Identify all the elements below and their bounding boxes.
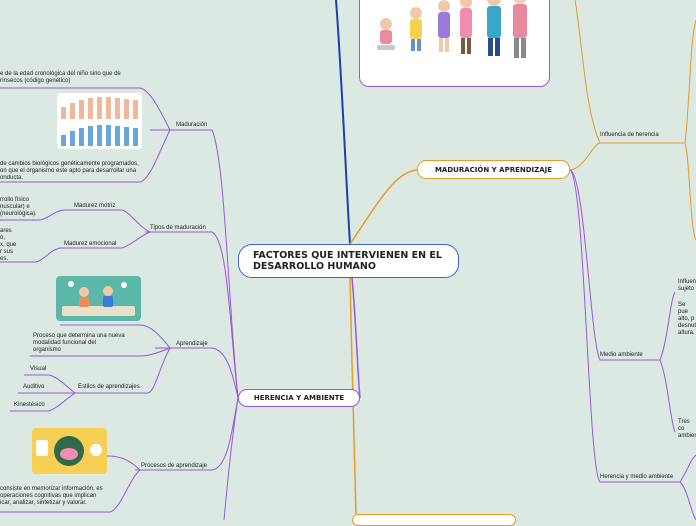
growth-stages-image <box>57 93 142 149</box>
text-se-puede: Se pue alto, p desnut altura. <box>678 302 696 336</box>
branch-label: HERENCIA Y AMBIENTE <box>253 394 345 402</box>
topic-maduracion[interactable]: Maduración <box>176 122 208 128</box>
topic-estilos[interactable]: Estilos de aprendizajes <box>78 384 140 390</box>
family-illustration <box>359 0 550 87</box>
topic-madurez-motriz[interactable]: Madurez motriz <box>74 203 116 209</box>
text-proceso: Proceso que determina una nueva modalida… <box>33 333 125 353</box>
estilo-auditivo[interactable]: Auditivo <box>23 384 45 390</box>
text-memorizar: consiste en memorizar información, es op… <box>0 486 103 506</box>
text-edad-cronologica: e de la edad cronológica del niño sino q… <box>0 71 121 84</box>
topic-tipos-maduracion[interactable]: Tipos de maduración <box>150 225 206 231</box>
central-title: FACTORES QUE INTERVIENEN EN EL DESARROLL… <box>253 250 442 272</box>
text-cambios-biologicos: de cambios biológicos genéticamente prog… <box>0 161 139 181</box>
text-tres: Tres co ambien <box>678 419 696 439</box>
branch-herencia-ambiente[interactable]: HERENCIA Y AMBIENTE <box>238 389 360 407</box>
topic-medio-ambiente[interactable]: Medio ambiente <box>600 352 643 358</box>
estilo-kinestesico[interactable]: Kinestésico <box>14 402 45 408</box>
topic-procesos[interactable]: Procesos de aprendizaje <box>141 463 208 469</box>
text-influen: Influen sujeto <box>678 279 696 292</box>
learning-process-image <box>32 428 107 474</box>
learning-image <box>56 276 141 321</box>
topic-aprendizaje[interactable]: Aprendizaje <box>176 341 208 347</box>
text-emocional: ares o, x, que r sus es. <box>0 228 17 262</box>
branch-label: MADURACIÓN Y APRENDIZAJE <box>434 165 553 174</box>
text-motriz: rrollo físico nuscular) e (neurológica). <box>0 197 37 217</box>
branch-maduracion-aprendizaje[interactable]: MADURACIÓN Y APRENDIZAJE <box>417 160 570 179</box>
estilo-visual[interactable]: Visual <box>30 366 47 372</box>
topic-influencia-herencia[interactable]: Influencia de herencia <box>600 132 659 138</box>
branch-stub-bottom[interactable] <box>352 514 516 526</box>
topic-herencia-medio[interactable]: Herencia y medio ambiente <box>600 474 674 480</box>
topic-madurez-emocional[interactable]: Madurez emocional <box>64 241 117 247</box>
central-topic[interactable]: FACTORES QUE INTERVIENEN EN EL DESARROLL… <box>238 244 459 278</box>
